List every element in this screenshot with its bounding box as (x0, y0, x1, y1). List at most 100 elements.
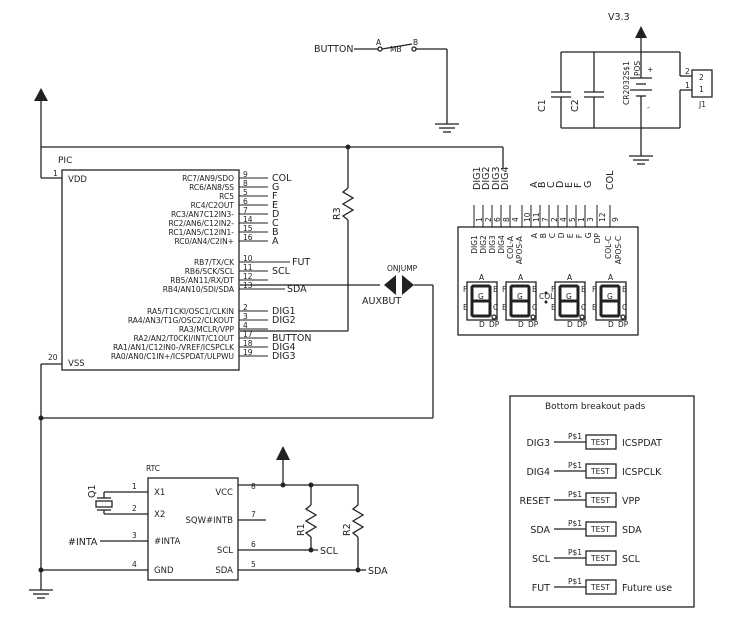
r3-label: R3 (332, 207, 343, 220)
rtc-pin-num: 1 (132, 482, 137, 491)
pic-pin-label: RA0/AN0/C1IN+/ICSPDAT/ULPWU (111, 352, 234, 361)
pic-pin-num: 17 (243, 330, 253, 339)
rtc-pin-label: X1 (154, 488, 165, 498)
button-ref: MB (390, 45, 402, 54)
display-seg-label: A (567, 273, 573, 282)
pic-pin-label: RA2/AN2/T0CKI/INT/C1OUT (133, 334, 234, 343)
pic-pin-num: 11 (243, 263, 253, 272)
pic-title: PIC (58, 156, 72, 166)
display-pin-num: 10 (523, 212, 532, 222)
pic-pin-label: RB6/SCK/SCL (185, 267, 235, 276)
pic-net-label: D (272, 209, 279, 220)
v33-supply-arrow (635, 26, 647, 38)
pic-pin-num: 8 (243, 179, 248, 188)
battery-plus: + (647, 65, 653, 74)
display-inner-label: D (557, 232, 566, 238)
display-seg-label: B (532, 285, 537, 294)
pad-net-label: SCL (532, 554, 551, 565)
r3-resistor: R3 (240, 144, 355, 332)
button-net-label: BUTTON (314, 44, 354, 55)
rtc-pin-label: GND (154, 566, 174, 576)
pic-pin-label: RA1/AN1/C12IN0-/VREF/ICSPCLK (113, 343, 235, 352)
display-seg-label: E (502, 303, 507, 312)
display-pin-num: 1 (475, 217, 484, 222)
inta-net: #INTA (68, 537, 98, 548)
display-seg-label: D (608, 320, 614, 329)
display-inner-label: G (584, 232, 593, 238)
pic-pin-num: 14 (243, 215, 253, 224)
pad-test-label: TEST (590, 438, 610, 447)
display-inner-label: C (548, 233, 557, 238)
display-net-label: F (573, 183, 584, 188)
display-net-label: DIG4 (500, 166, 511, 190)
display-pin-num: 12 (598, 212, 607, 222)
pad-net-label: DIG4 (526, 467, 550, 478)
display-seg-label: DP (489, 320, 500, 329)
display-pin-num: 5 (568, 217, 577, 222)
display-seg-label: D (479, 320, 485, 329)
rtc-pin-label: SDA (215, 566, 233, 576)
rtc-pin-num: 3 (132, 531, 137, 540)
pad-pin-label: P$1 (568, 461, 582, 470)
jumper-name: ONJUMP (387, 264, 418, 273)
pic-net-label: BUTTON (272, 333, 312, 344)
pic-pin-num: 19 (243, 348, 253, 357)
pic-pin-label: RC7/AN9/SDO (182, 174, 234, 183)
pic-pin-label: RB7/TX/CK (194, 258, 235, 267)
pic-pin-num: 5 (243, 188, 248, 197)
jumper-left (384, 275, 396, 295)
display-seg-label: B (493, 285, 498, 294)
battery-section: V3.3 C1 C2 CR2032S$1 POS + - 2 1 2 (537, 12, 713, 165)
display-seg-label: D (518, 320, 524, 329)
battery-minus: - (647, 103, 650, 112)
aux-jumper: ONJUMP AUXBUT (38, 264, 434, 421)
pic-pin-label: RC6/AN8/SS (189, 183, 234, 192)
display-net-label: E (564, 182, 575, 188)
pad-function-label: Future use (622, 583, 672, 594)
pad-test-label: TEST (590, 583, 610, 592)
pic-net-label: DIG3 (272, 351, 296, 362)
rtc-pin-label: X2 (154, 510, 165, 520)
pic-pin-label: RC4/C2OUT (191, 201, 235, 210)
pic-pin-label: RC0/AN4/C2IN+ (174, 237, 234, 246)
pad-function-label: ICSPCLK (622, 467, 662, 478)
pad-pin-label: P$1 (568, 519, 582, 528)
rtc-pin-label: SQW#INTB (185, 516, 233, 526)
display-inner-label: F (575, 234, 584, 238)
pic-pin-num: 18 (243, 339, 253, 348)
pad-test-label: TEST (590, 496, 610, 505)
pad-net-label: DIG3 (526, 438, 550, 449)
display-seg-label: F (502, 285, 506, 294)
pic-pin-label: RC1/AN5/C12IN1- (169, 228, 235, 237)
display-inner-label: COL-C (604, 236, 613, 259)
rtc-pin-num: 4 (132, 560, 137, 569)
pic-pin-label: RC2/AN6/C12IN2- (169, 219, 235, 228)
display-col-label: COL (539, 292, 555, 301)
pic-pin-num: 16 (243, 233, 253, 242)
v33-label: V3.3 (608, 12, 630, 23)
vdd-label: VDD (68, 175, 87, 185)
display-seg-label: B (581, 285, 586, 294)
display-inner-label: COL-A (506, 235, 515, 259)
pic-pin-num: 2 (243, 303, 248, 312)
j1-pin1: 1 (699, 85, 704, 94)
pic-net-label: F (272, 191, 277, 202)
vss-label: VSS (68, 359, 85, 369)
display-seg-label: C (532, 303, 537, 312)
display-inner-label: E (566, 233, 575, 238)
rtc-pin-num: 8 (251, 482, 256, 491)
pad-test-label: TEST (590, 525, 610, 534)
display-inner-label: APOS-C (614, 236, 623, 264)
pic-net-label: A (272, 236, 279, 247)
r1-label: R1 (296, 523, 307, 536)
display-pin-num: 7 (541, 217, 550, 222)
pic-pin-label: RC5 (219, 192, 234, 201)
pic-pin-label: RA4/AN3/T1G/OSC2/CLKOUT (128, 316, 235, 325)
pad-pin-label: P$1 (568, 490, 582, 499)
display-pin-num: 2 (484, 217, 493, 222)
pad-function-label: ICSPDAT (622, 438, 662, 449)
pad-function-label: SDA (622, 525, 642, 536)
j1-num1: 1 (685, 81, 690, 90)
